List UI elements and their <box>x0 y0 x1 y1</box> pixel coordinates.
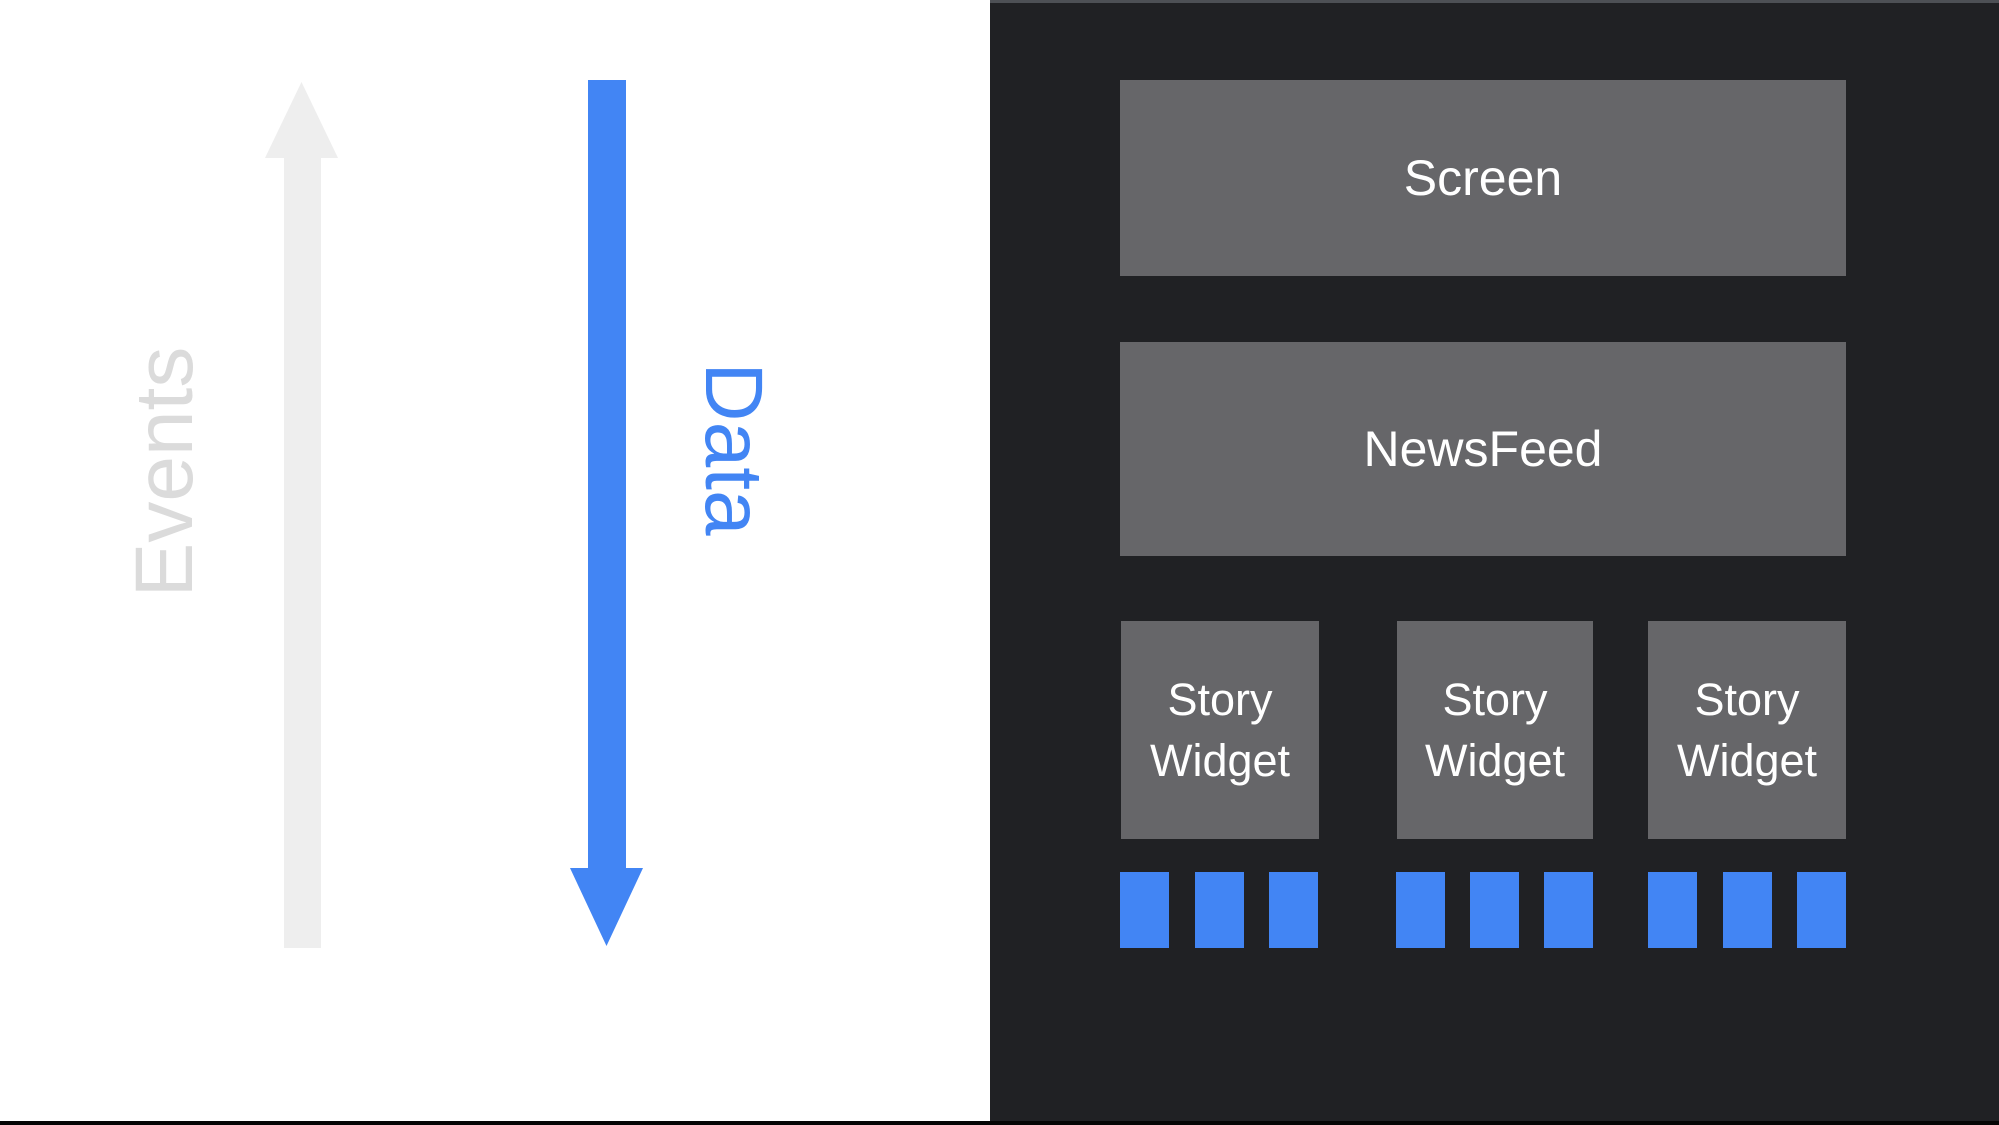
data-block <box>1722 872 1772 948</box>
data-block <box>1269 872 1318 948</box>
data-block <box>1648 872 1697 948</box>
story-widget-box: Story Widget <box>1648 621 1846 839</box>
newsfeed-box: NewsFeed <box>1120 342 1846 556</box>
panel-top-edge <box>990 0 1999 3</box>
story-widget-label: Story Widget <box>1424 674 1566 786</box>
story-widget-label: Story Widget <box>1676 674 1818 786</box>
story-widget-box: Story Widget <box>1397 621 1593 839</box>
data-block <box>1396 872 1445 948</box>
story-widget-label: Story Widget <box>1149 674 1291 786</box>
data-block <box>1194 872 1244 948</box>
data-block <box>1120 872 1169 948</box>
bottom-bar <box>0 1121 1999 1125</box>
newsfeed-box-label: NewsFeed <box>1363 421 1603 477</box>
data-block <box>1797 872 1846 948</box>
data-block-row <box>1396 872 1593 948</box>
data-block <box>1544 872 1593 948</box>
events-label: Events <box>119 346 210 598</box>
widget-tree-panel: Screen NewsFeed Story Widget Story Widge… <box>990 0 1999 1125</box>
screen-box-label: Screen <box>1403 150 1563 206</box>
data-block <box>1470 872 1519 948</box>
story-widget-box: Story Widget <box>1121 621 1319 839</box>
data-down-arrow-icon <box>570 80 643 946</box>
data-label: Data <box>688 362 779 536</box>
events-up-arrow-icon <box>265 82 338 948</box>
data-block-row <box>1120 872 1318 948</box>
screen-box: Screen <box>1120 80 1846 276</box>
data-block-row <box>1648 872 1846 948</box>
